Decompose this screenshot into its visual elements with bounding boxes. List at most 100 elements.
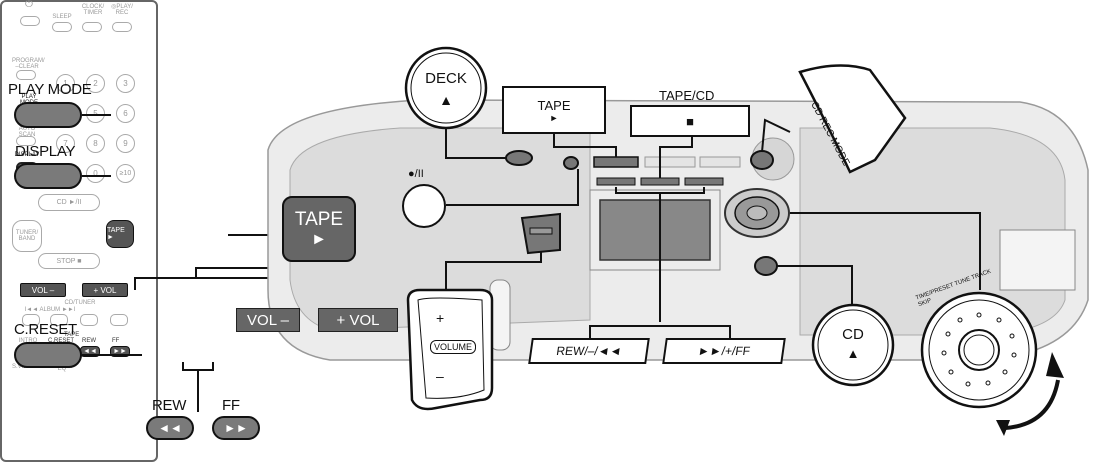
remote-stop-button[interactable]: STOP ■ <box>38 253 100 269</box>
remote-creset-label: C.RESET <box>48 338 75 344</box>
leader-rew-ff-keys <box>589 325 731 340</box>
cd-callout-inner <box>817 309 889 381</box>
unit-panel-slot-2 <box>699 156 741 168</box>
remote-sleep-label: SLEEP <box>52 14 72 20</box>
volume-callout-frame <box>406 288 494 411</box>
deck-label: DECK <box>425 70 467 87</box>
remote-num-5[interactable]: 5 <box>86 104 105 123</box>
ff-callout-label: FF <box>222 397 240 414</box>
c-reset-callout-label: C.RESET <box>14 321 77 338</box>
rew-callout-button[interactable]: ◄◄ <box>146 416 194 440</box>
power-icon: ⏻ <box>25 0 33 10</box>
remote-num-2[interactable]: 2 <box>86 74 105 93</box>
remote-num-10[interactable]: ≥10 <box>116 164 135 183</box>
remote-autoscan-button[interactable] <box>16 136 36 146</box>
remote-program-button[interactable] <box>16 70 36 80</box>
remote-clock-label: CLOCK/ TIMER <box>81 4 105 16</box>
cd-rec-mode-callout <box>798 64 907 174</box>
unit-tape-key-label: TAPE <box>537 97 571 113</box>
unit-display-frame <box>589 189 721 271</box>
remote-num-3[interactable]: 3 <box>116 74 135 93</box>
tape-big-label: TAPE <box>294 209 344 230</box>
remote-playrec-label: ◎PLAY/ REC <box>111 4 133 16</box>
jog-callout-dots <box>941 312 1017 387</box>
rotate-arrow-icon <box>1004 379 1060 430</box>
unit-ff-strip <box>684 177 724 186</box>
leader-volume <box>445 252 542 290</box>
remote-ff-button[interactable]: ►► <box>110 346 130 357</box>
leader-jog <box>790 212 981 290</box>
remote-display-label: DISPLAY <box>14 152 40 158</box>
c-reset-callout-button[interactable] <box>14 342 82 368</box>
unit-stop-key-callout[interactable]: ■ <box>630 105 750 137</box>
leader-rew-ff-bracket <box>182 362 214 371</box>
leader-stop <box>659 137 693 178</box>
play-mode-callout-button[interactable] <box>14 102 82 128</box>
remote-next-button[interactable] <box>110 314 128 326</box>
unit-rew-strip <box>596 177 636 186</box>
display-callout-button[interactable] <box>14 163 82 189</box>
volume-minus-label: – <box>436 368 444 384</box>
unit-tape-key-play-icon: ► <box>549 112 559 123</box>
remote-tuner-button[interactable]: TUNER/ BAND <box>12 220 42 252</box>
leader-deck <box>445 122 506 159</box>
remote-num-1[interactable]: 1 <box>56 74 75 93</box>
stop-icon: ■ <box>686 113 694 129</box>
tape-cd-label: TAPE/CD <box>659 88 715 103</box>
remote-rew-label: REW <box>82 338 96 344</box>
display-callout-label: DISPLAY <box>15 143 76 160</box>
remote-vol-minus-button[interactable]: VOL – <box>20 283 66 297</box>
ff-callout-button[interactable]: ►► <box>212 416 260 440</box>
remote-clock-button[interactable] <box>82 22 102 32</box>
remote-num-7[interactable]: 7 <box>56 134 75 153</box>
remote-program-label: PROGRAM/ –CLEAR <box>12 58 45 70</box>
cd-label: CD <box>842 326 864 343</box>
volume-callout-inner <box>417 297 485 399</box>
remote-tape-group-label: TAPE <box>64 332 80 338</box>
vol-plus-callout[interactable]: + VOL <box>318 308 398 332</box>
deck-callout-circle <box>404 46 488 130</box>
remote-num-9[interactable]: 9 <box>116 134 135 153</box>
deck-callout-inner <box>410 52 482 124</box>
remote-playrec-button[interactable] <box>112 22 132 32</box>
tape-big-play-icon: ► <box>311 231 327 248</box>
unit-panel-slot-1 <box>644 156 696 168</box>
cd-callout-circle <box>811 303 895 387</box>
remote-power-button[interactable] <box>20 16 40 26</box>
remote-num-6[interactable]: 6 <box>116 104 135 123</box>
volume-plus-label: + <box>436 310 445 326</box>
leader-cd <box>777 265 853 305</box>
unit-rec-pause-button <box>563 156 579 170</box>
leader-tape-play <box>553 134 617 157</box>
remote-up-button[interactable] <box>50 314 68 326</box>
leader-cdrec <box>761 118 791 153</box>
unit-rew-key[interactable]: REW/–/◄◄ <box>528 338 650 364</box>
vol-minus-callout[interactable]: VOL – <box>236 308 300 332</box>
play-mode-callout-label: PLAY MODE <box>8 81 92 98</box>
unit-stop-strip <box>640 177 680 186</box>
remote-sleep-button[interactable] <box>52 22 72 32</box>
rec-pause-label: ●/II <box>408 168 424 180</box>
unit-tape-play-button <box>593 156 639 168</box>
remote-num-0[interactable]: 0 <box>86 164 105 183</box>
remote-vol-plus-button[interactable]: + VOL <box>82 283 128 297</box>
remote-cd-play-button[interactable]: CD ►/II <box>38 194 100 211</box>
remote-tape-button[interactable]: TAPE ► <box>106 220 134 248</box>
unit-tape-key-callout[interactable]: TAPE ► <box>502 86 606 134</box>
remote-intro-label: INTRO <box>18 338 38 344</box>
unit-left-speaker <box>289 127 591 331</box>
unit-volume-knob-slot <box>529 227 553 235</box>
remote-down-button[interactable] <box>22 314 40 326</box>
rec-pause-callout-button[interactable] <box>402 184 446 228</box>
jog-callout-center-inner <box>963 334 995 366</box>
tape-big-callout[interactable]: TAPE ► <box>282 196 356 262</box>
unit-side-panel <box>999 229 1076 291</box>
volume-label: VOLUME <box>430 340 477 354</box>
remote-prev-button[interactable] <box>80 314 98 326</box>
rotate-arrow-head-up-icon <box>1046 352 1064 378</box>
rotate-arrow-head-left-icon <box>996 420 1010 436</box>
unit-ff-key[interactable]: ►►/+/FF <box>662 338 786 364</box>
remote-num-8[interactable]: 8 <box>86 134 105 153</box>
remote-ff-label: FF <box>112 338 120 344</box>
